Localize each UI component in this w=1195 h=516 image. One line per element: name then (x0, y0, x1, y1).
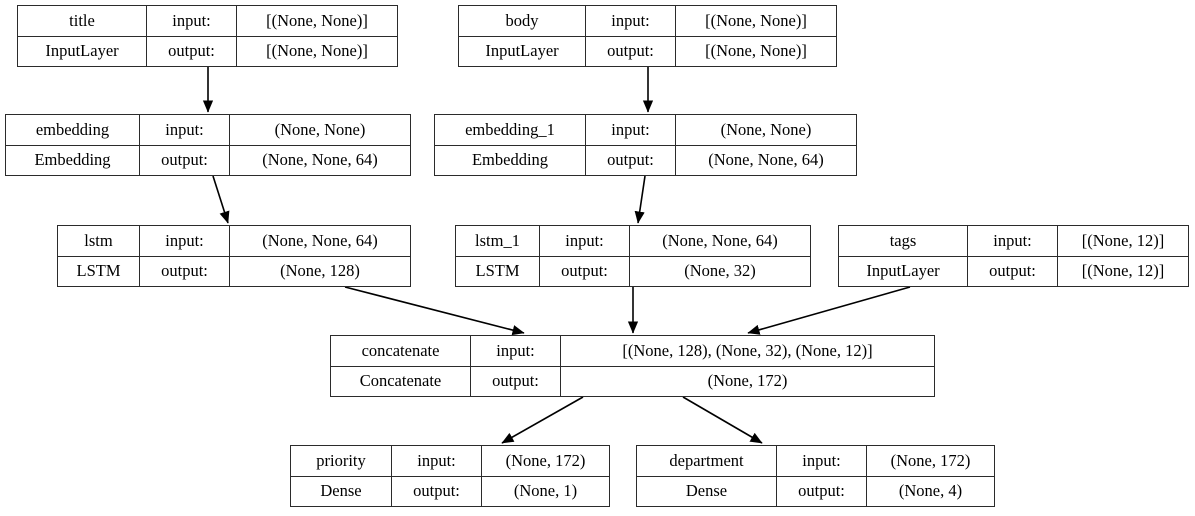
input-label: input: (392, 446, 482, 476)
layer-class-label: LSTM (58, 256, 140, 286)
output-label: output: (471, 366, 561, 396)
layer-name-label: concatenate (331, 336, 471, 366)
layer-name-label: body (459, 6, 586, 36)
input-shape-value: (None, None, 64) (262, 230, 378, 250)
output-shape-value: [(None, 12)] (1081, 261, 1165, 280)
output-label: output: (586, 145, 676, 175)
output-label: output: (140, 256, 230, 286)
layer-class-label: Embedding (6, 145, 140, 175)
input-shape-value: (None, None) (274, 119, 366, 139)
layer-class-label: Dense (637, 476, 777, 506)
edge-embedding_1-to-lstm_1 (634, 175, 646, 224)
input-label: input: (586, 115, 676, 145)
output-label: output: (392, 476, 482, 506)
layer-name-label: title (18, 6, 147, 36)
input-label: input: (471, 336, 561, 366)
input-label: input: (147, 6, 237, 36)
input-shape-value: [(None, 12)] (1081, 230, 1165, 250)
input-label: input: (540, 226, 630, 256)
layer-class-label: InputLayer (839, 256, 968, 286)
input-shape-value: (None, None, 64) (662, 230, 778, 250)
edge-concatenate-to-priority (501, 396, 584, 444)
input-shape-value: (None, 172) (505, 450, 586, 470)
output-shape-value: [(None, None)] (705, 41, 807, 60)
edge-concatenate-to-department (682, 396, 763, 444)
output-shape-value: (None, None, 64) (262, 150, 378, 169)
layer-name-label: lstm (58, 226, 140, 256)
input-shape-value: (None, None) (720, 119, 812, 139)
input-shape-value: [(None, 128), (None, 32), (None, 12)] (622, 340, 873, 360)
output-label: output: (777, 476, 867, 506)
layer-name-label: embedding_1 (435, 115, 586, 145)
layer-class-label: InputLayer (18, 36, 147, 66)
output-shape-value: (None, 4) (898, 481, 963, 500)
output-shape-value: (None, None, 64) (708, 150, 824, 169)
layer-class-label: Embedding (435, 145, 586, 175)
output-label: output: (147, 36, 237, 66)
output-label: output: (968, 256, 1058, 286)
output-shape-value: [(None, None)] (266, 41, 368, 60)
output-shape-value: (None, 128) (280, 261, 360, 280)
input-shape-value: [(None, None)] (266, 10, 368, 30)
layer-class-label: LSTM (456, 256, 540, 286)
output-shape-value: (None, 32) (684, 261, 756, 280)
input-shape-value: (None, 172) (890, 450, 971, 470)
edge-lstm-to-concatenate (344, 286, 525, 336)
output-label: output: (540, 256, 630, 286)
input-label: input: (140, 226, 230, 256)
layer-class-label: InputLayer (459, 36, 586, 66)
layer-name-label: department (637, 446, 777, 476)
layer-name-label: priority (291, 446, 392, 476)
layer-name-label: tags (839, 226, 968, 256)
input-label: input: (140, 115, 230, 145)
edge-embedding-to-lstm (212, 175, 230, 224)
layer-class-label: Concatenate (331, 366, 471, 396)
edge-tags-to-concatenate (747, 286, 911, 335)
output-shape-value: (None, 1) (513, 481, 578, 500)
layer-name-label: lstm_1 (456, 226, 540, 256)
input-label: input: (777, 446, 867, 476)
layer-name-label: embedding (6, 115, 140, 145)
layer-class-label: Dense (291, 476, 392, 506)
output-label: output: (586, 36, 676, 66)
output-label: output: (140, 145, 230, 175)
input-label: input: (968, 226, 1058, 256)
output-shape-value: (None, 172) (707, 371, 788, 390)
input-label: input: (586, 6, 676, 36)
input-shape-value: [(None, None)] (705, 10, 807, 30)
